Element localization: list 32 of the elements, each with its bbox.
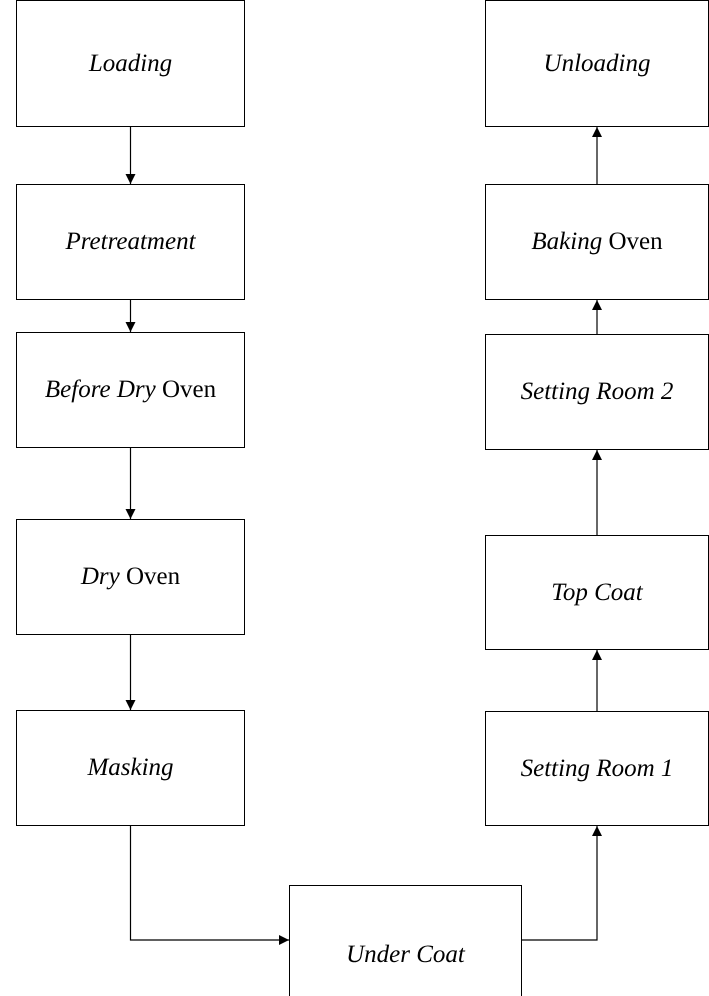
process-box (16, 0, 245, 127)
process-label: Unloading (542, 48, 652, 78)
process-label: Setting Room 1 (520, 754, 674, 784)
arrow (126, 635, 136, 710)
process-box (16, 710, 245, 826)
process-box (485, 0, 709, 127)
process-box (16, 332, 245, 448)
process-box (16, 184, 245, 300)
process-box (485, 711, 709, 826)
process-label: Setting Room 2 (520, 377, 674, 407)
process-label: Under Coat (345, 940, 466, 970)
process-label: Baking Oven (530, 227, 664, 257)
arrow (592, 650, 602, 711)
process-box (485, 334, 709, 450)
process-box (485, 535, 709, 650)
arrow (592, 300, 602, 334)
process-label: Loading (88, 48, 174, 78)
process-label: Masking (86, 753, 175, 783)
arrow (592, 450, 602, 535)
arrow (522, 826, 602, 941)
process-box (485, 184, 709, 300)
process-label: Pretreatment (64, 227, 197, 257)
process-label: Top Coat (550, 578, 644, 608)
process-label: Dry Oven (80, 562, 182, 592)
arrow (592, 127, 602, 184)
arrow (126, 127, 136, 184)
arrow (126, 448, 136, 519)
process-box (16, 519, 245, 635)
arrow (130, 826, 289, 945)
process-label: Before Dry Oven (44, 375, 218, 405)
arrow (126, 300, 136, 332)
process-box (289, 885, 522, 996)
